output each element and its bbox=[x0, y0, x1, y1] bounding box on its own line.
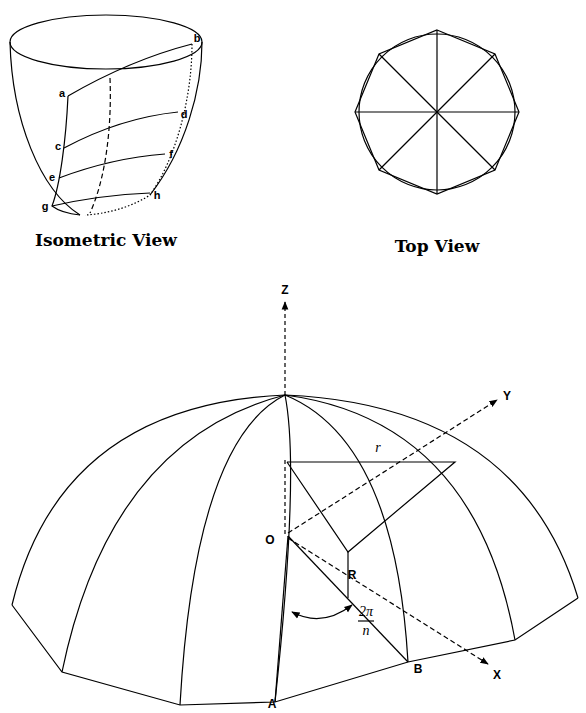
angle-label: n bbox=[363, 624, 370, 638]
axis-label: Y bbox=[503, 390, 511, 402]
paraboloid bbox=[10, 15, 202, 215]
top-view-octagon bbox=[355, 30, 519, 194]
axis-label: O bbox=[265, 534, 274, 546]
dimension-label: R bbox=[348, 569, 357, 581]
axis-label: Z bbox=[281, 284, 288, 296]
point-label: d bbox=[181, 109, 188, 120]
point-label: b bbox=[194, 33, 201, 44]
point-label: A bbox=[268, 698, 277, 710]
view-title: Top View bbox=[395, 238, 480, 255]
angle-label: 2π bbox=[359, 605, 373, 619]
dome-frame bbox=[12, 302, 578, 705]
point-label: B bbox=[414, 663, 423, 675]
point-label: h bbox=[154, 190, 161, 201]
dimension-label: r bbox=[375, 441, 380, 455]
point-label: c bbox=[55, 141, 61, 152]
point-label: g bbox=[42, 201, 49, 212]
point-label: e bbox=[49, 172, 55, 183]
axis-label: X bbox=[493, 669, 501, 681]
point-label: a bbox=[59, 88, 65, 99]
point-label: f bbox=[169, 149, 173, 160]
view-title: Isometric View bbox=[35, 232, 177, 249]
